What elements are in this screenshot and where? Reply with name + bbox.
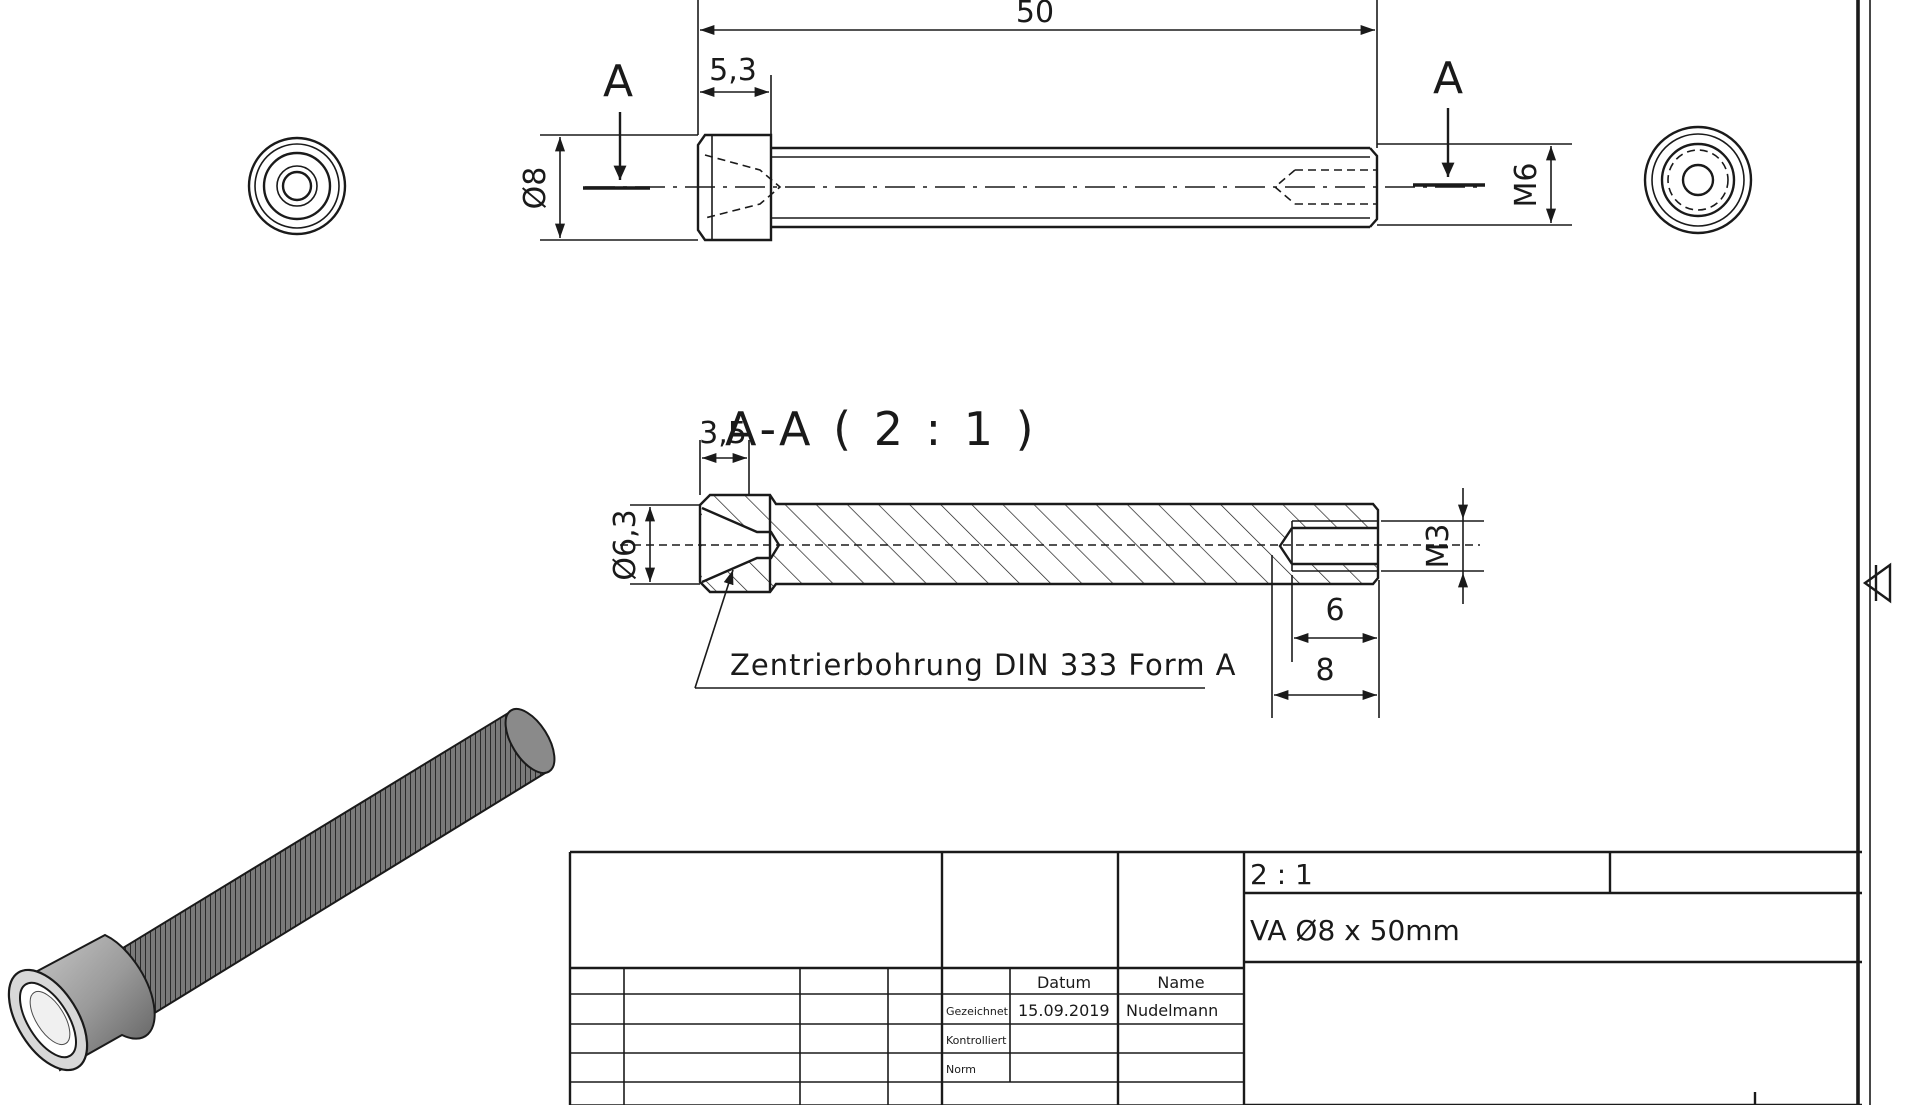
section-marker-left: A (583, 56, 650, 190)
dimension-text: Ø6,3 (608, 509, 643, 580)
drawn-name-value: Nudelmann (1126, 1001, 1218, 1020)
dimension-tapped-thread: M3 (1381, 488, 1484, 604)
drawn-date-value: 15.09.2019 (1018, 1001, 1110, 1020)
section-letter: A (1433, 53, 1463, 104)
dimension-text: 3,5 (699, 416, 747, 451)
front-view (585, 133, 1480, 242)
center-bore-callout: Zentrierbohrung DIN 333 Form A (694, 569, 1237, 689)
dimension-head-diameter: Ø8 (518, 134, 698, 241)
right-end-view (1643, 125, 1753, 235)
row-label-checked: Kontrolliert (946, 1034, 1007, 1047)
dimension-text: 8 (1315, 653, 1334, 688)
column-header-name: Name (1157, 973, 1204, 992)
section-letter: A (603, 56, 633, 107)
isometric-bolt-view (7, 708, 556, 1072)
section-marker-right: A (1413, 53, 1485, 187)
dimension-text: M3 (1421, 524, 1456, 569)
section-title: A-A ( 2 : 1 ) (725, 402, 1038, 456)
dimension-overall-length: 50 (697, 0, 1378, 148)
dimension-thread-outer: M6 (1377, 143, 1572, 226)
dimension-section-head-length: 3,5 (699, 416, 750, 495)
row-label-norm: Norm (946, 1063, 976, 1076)
sheet-border (1856, 0, 1871, 1105)
dimension-text: 5,3 (709, 53, 757, 88)
column-header-date: Datum (1037, 973, 1091, 992)
dimension-text: Ø8 (518, 167, 553, 210)
scale-text: 2 : 1 (1250, 858, 1313, 891)
dimension-text: M6 (1509, 163, 1544, 208)
dimension-text: 6 (1325, 593, 1344, 628)
dimension-bore-depth: 8 (1271, 555, 1377, 718)
row-label-drawn: Gezeichnet (946, 1005, 1009, 1018)
left-end-view (247, 136, 347, 236)
dimension-text: 50 (1016, 0, 1054, 30)
section-view (620, 493, 1480, 594)
projection-symbol-icon (1862, 562, 1892, 604)
title-block: 2 : 1 VA Ø8 x 50mm Datum Name Gezeichnet… (568, 850, 1862, 1105)
dimension-thread-depth: 6 (1291, 575, 1380, 718)
dimension-section-head-diameter: Ø6,3 (608, 504, 700, 585)
part-name-text: VA Ø8 x 50mm (1250, 914, 1460, 947)
callout-text: Zentrierbohrung DIN 333 Form A (730, 648, 1237, 682)
dimension-head-length: 5,3 (700, 53, 772, 135)
